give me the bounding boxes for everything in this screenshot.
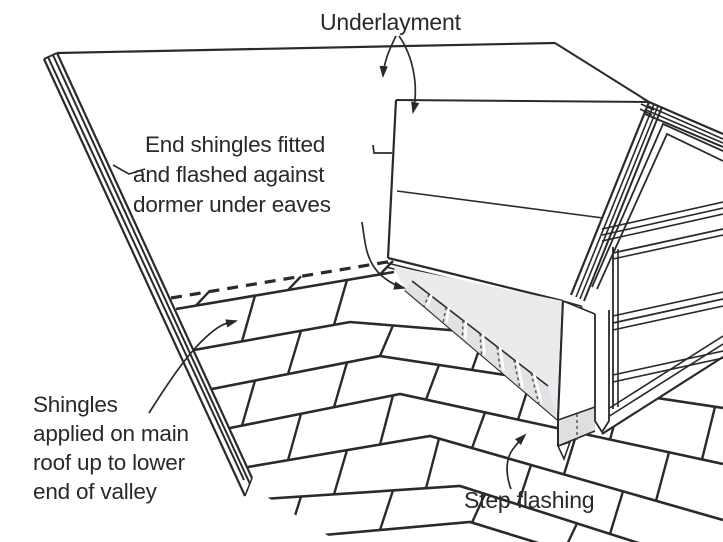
end-shingles-leader-valley: [372, 144, 392, 154]
shingle-line: [608, 490, 625, 535]
shingle-line: [332, 449, 349, 495]
shingle-line: [378, 490, 395, 531]
shingles-applied-arrow: [148, 319, 238, 414]
gable-near-rake-trim: [569, 101, 663, 302]
step-flashing-arrow: [506, 433, 527, 490]
shingle-course-line: [289, 520, 723, 542]
label-shingles-applied: Shingles applied on main roof up to lowe…: [33, 390, 189, 506]
gable-wall-bottom-trim: [596, 335, 723, 435]
underlayment-arrow-main-roof: [379, 35, 397, 78]
shingle-line: [332, 279, 349, 326]
dormer-ridge-cap: [639, 98, 657, 116]
label-shingles-applied-line2: applied on main: [33, 421, 189, 446]
step-flashing-gap: [515, 359, 524, 388]
shingle-line: [470, 493, 487, 524]
shingle-line: [470, 412, 487, 449]
shingle-course-line: [229, 392, 723, 466]
shingle-course-line: [175, 270, 395, 311]
step-flashing-gap: [425, 293, 434, 307]
label-step-flashing: Step flashing: [464, 486, 595, 515]
shingle-line: [424, 364, 441, 401]
step-flashing-seam: [423, 293, 430, 307]
underlayment-arrow-dormer-roof: [398, 35, 420, 114]
label-end-shingles: End shingles fitted and flashed against …: [133, 130, 331, 220]
shingle-line: [286, 496, 303, 539]
shingle-line: [700, 406, 717, 460]
shingle-course-line: [247, 434, 723, 522]
shingle-line: [195, 290, 210, 307]
label-underlayment: Underlayment: [320, 8, 461, 37]
shingle-course-line: [262, 484, 723, 542]
shingle-line: [286, 330, 303, 375]
step-flashing-gap: [464, 320, 468, 339]
step-flashing-band: [405, 280, 558, 420]
step-flashing-seam: [530, 372, 540, 404]
dormer-front-corner: [556, 300, 610, 462]
label-end-shingles-line1: End shingles fitted: [145, 132, 326, 157]
label-shingles-applied-line1: Shingles: [33, 392, 118, 417]
main-roof: [43, 41, 650, 497]
gable-frieze-band: [601, 201, 723, 242]
shingle-line: [286, 413, 303, 461]
step-flashing-gap: [532, 372, 544, 405]
corner-board: [594, 310, 610, 434]
label-shingles-applied-line3: roof up to lower: [33, 450, 185, 475]
label-underlayment-text: Underlayment: [320, 9, 461, 35]
step-flashing-gap: [445, 307, 451, 323]
step-flashing-gap: [498, 346, 505, 372]
shingle-line: [654, 451, 671, 502]
step-flashing-seam: [496, 346, 502, 372]
label-shingles-applied-line4: end of valley: [33, 479, 157, 504]
step-flashing-seam: [513, 359, 521, 388]
step-flashing-seam: [442, 307, 447, 323]
shingle-line: [516, 464, 533, 505]
end-shingles-arrow: [361, 221, 406, 290]
shingle-line: [424, 438, 441, 489]
main-roof-rake-edge: [43, 52, 253, 497]
shingle-line: [332, 362, 349, 408]
underlayment-dashed-line: [170, 259, 394, 300]
shingle-line: [562, 522, 579, 542]
label-end-shingles-line2: and flashed against: [133, 162, 325, 187]
shingle-line: [378, 324, 395, 357]
shingle-line: [378, 395, 395, 445]
label-end-shingles-line3: dormer under eaves: [133, 192, 331, 217]
shingle-line: [287, 275, 302, 291]
end-shingles-leader-rake: [112, 164, 146, 175]
label-step-flashing-text: Step flashing: [464, 487, 595, 513]
step-flashing-gap: [481, 333, 486, 356]
shingle-line: [240, 295, 257, 342]
gable-far-rake-trim: [644, 100, 723, 148]
leaders: [112, 35, 527, 490]
shingle-line: [240, 380, 257, 426]
